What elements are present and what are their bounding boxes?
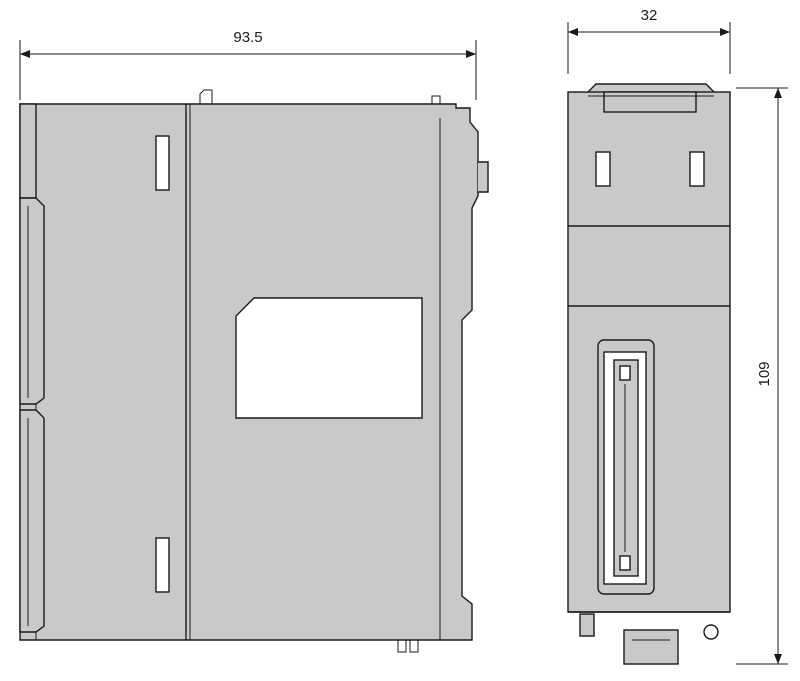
front-slot-left [595, 151, 611, 187]
side-slot-lower [155, 537, 170, 593]
side-slot-upper [155, 135, 170, 191]
side-top-hook [199, 89, 213, 104]
side-label-window [235, 297, 423, 419]
depth-arrow-right [466, 50, 476, 58]
front-top-plate [603, 91, 697, 113]
depth-dimension: 93.5 [19, 29, 477, 100]
connector-insert [613, 359, 639, 577]
front-bottom-tab [579, 613, 595, 637]
side-right-bump [478, 161, 489, 193]
side-foot-left [397, 640, 407, 653]
front-screw-hole [703, 624, 719, 640]
height-dimension: 109 [736, 87, 788, 665]
width-arrow-left [568, 28, 578, 36]
side-terminal-upper [19, 197, 45, 405]
side-foot-right [409, 640, 419, 653]
side-terminal-lower [19, 409, 45, 633]
height-arrow-top [774, 88, 782, 98]
side-view [19, 89, 489, 653]
height-label: 109 [756, 361, 773, 386]
depth-label: 93.5 [233, 29, 262, 46]
width-arrow-right [720, 28, 730, 36]
side-left-strip-top [19, 103, 37, 199]
side-top-latch [431, 95, 441, 104]
width-dimension: 32 [567, 7, 731, 74]
connector-key-bottom [619, 555, 631, 571]
front-connector [597, 339, 655, 595]
width-label: 32 [641, 7, 658, 24]
front-bottom-foot [623, 629, 679, 665]
connector-key-top [619, 365, 631, 381]
depth-arrow-left [20, 50, 30, 58]
front-view [567, 83, 731, 665]
height-arrow-bottom [774, 654, 782, 664]
front-slot-right [689, 151, 705, 187]
